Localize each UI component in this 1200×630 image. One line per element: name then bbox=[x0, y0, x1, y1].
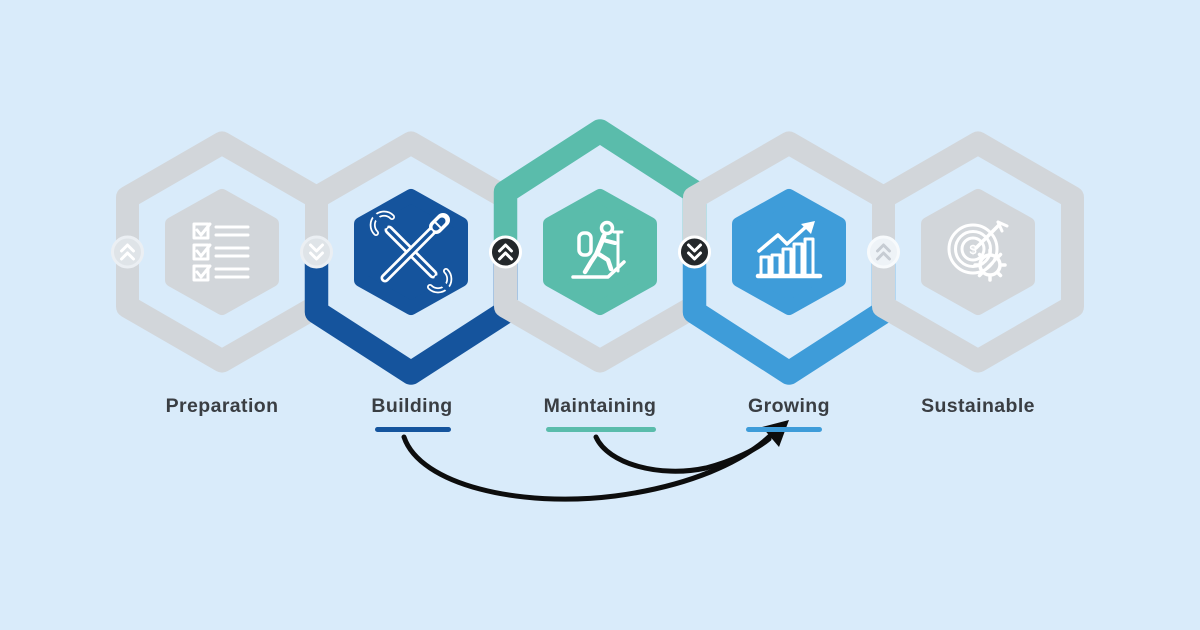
growth-bar-chart-icon bbox=[755, 221, 823, 279]
inner-hex-growing bbox=[739, 196, 839, 308]
stage-label-maintaining: Maintaining bbox=[543, 395, 657, 417]
hiker-icon bbox=[571, 220, 626, 279]
building-underline bbox=[375, 427, 451, 432]
growing-underline bbox=[746, 427, 822, 432]
dollar-symbol: $ bbox=[969, 242, 977, 257]
stage-label-building: Building bbox=[371, 395, 453, 417]
maintaining-underline bbox=[546, 427, 656, 432]
connector-preparation-building bbox=[300, 235, 333, 269]
connector-building-maintaining bbox=[489, 235, 522, 269]
gear-icon bbox=[973, 248, 1007, 282]
connector-start bbox=[111, 235, 144, 269]
feedback-arrows bbox=[401, 420, 789, 502]
stage-label-sustainable: Sustainable bbox=[921, 395, 1035, 417]
money-target-gear-icon: $ bbox=[947, 220, 1009, 282]
inner-hex-preparation bbox=[172, 196, 272, 308]
connector-growing-sustainable bbox=[867, 235, 900, 269]
inner-hex-sustainable bbox=[928, 196, 1028, 308]
arrowhead bbox=[762, 420, 789, 447]
checklist-icon bbox=[192, 222, 250, 282]
arrow-maintaining-to-growing bbox=[593, 434, 772, 474]
wrench-screwdriver-icon bbox=[369, 210, 453, 294]
connector-maintaining-growing bbox=[678, 235, 711, 269]
stage-label-growing: Growing bbox=[748, 395, 830, 417]
stage-label-preparation: Preparation bbox=[165, 395, 279, 417]
